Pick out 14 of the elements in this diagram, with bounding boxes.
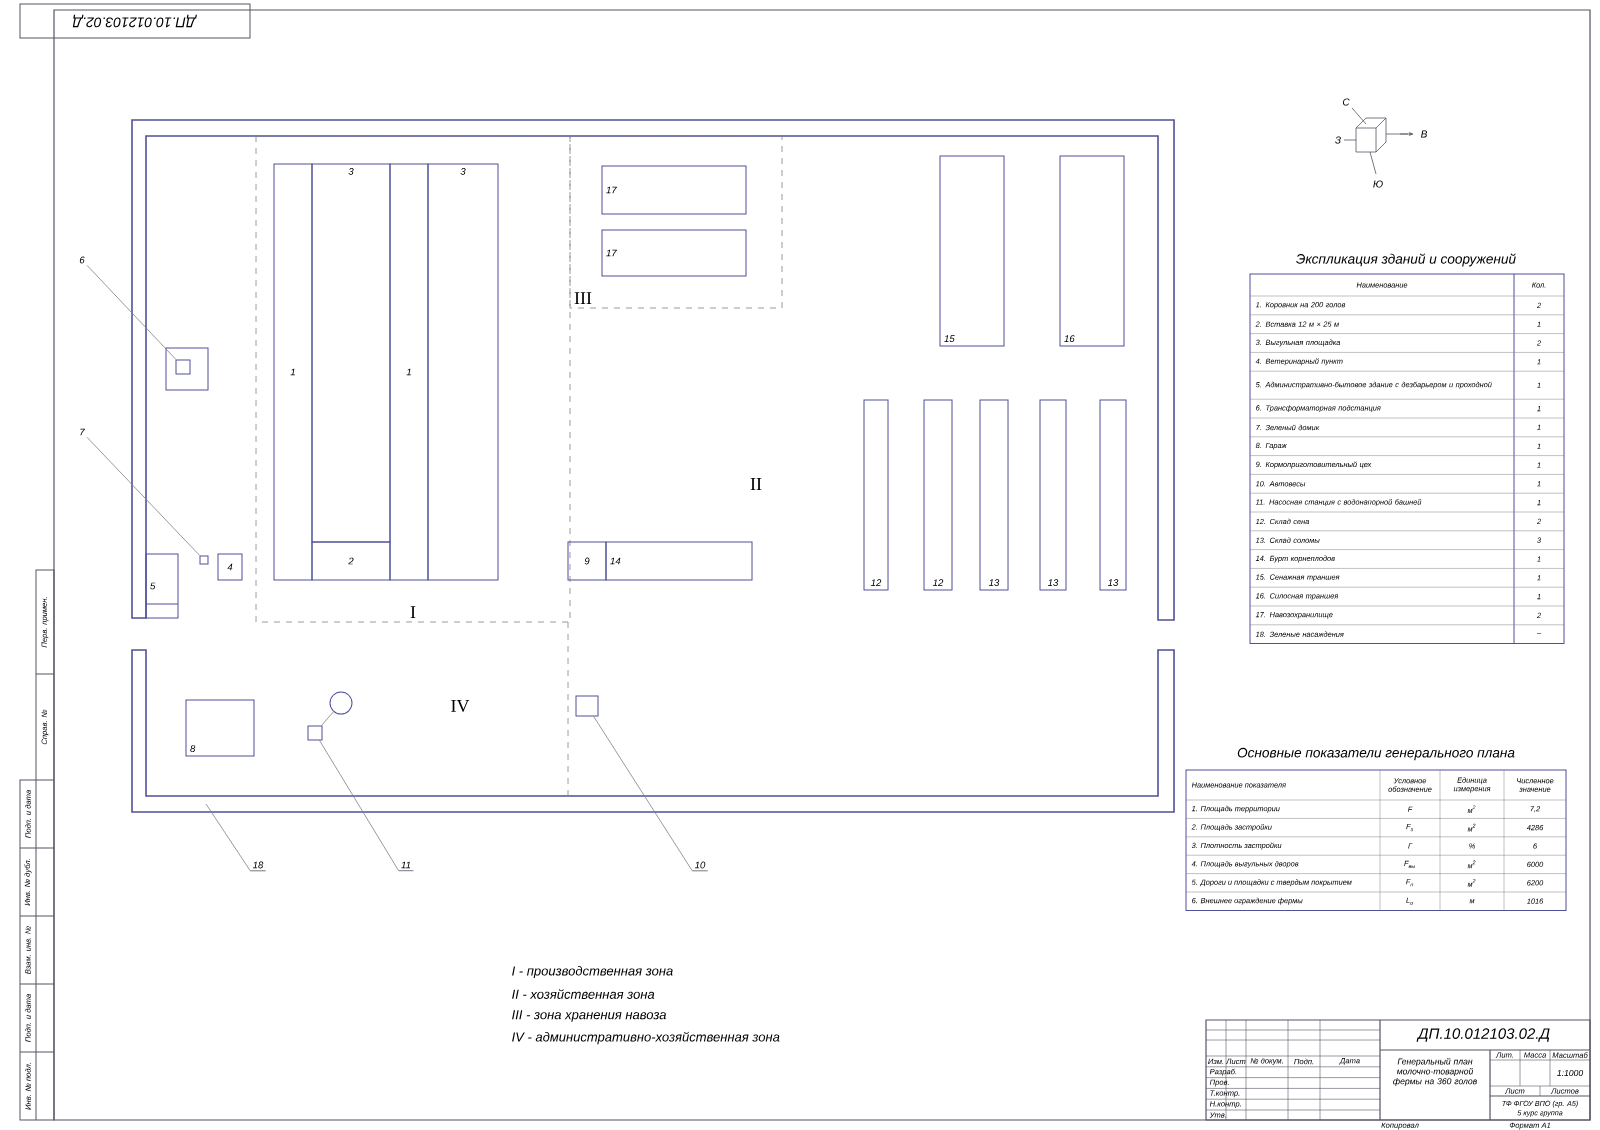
leader-line: [86, 264, 177, 360]
zone-label: IV: [451, 699, 470, 713]
building-box: [199, 555, 209, 565]
leader-line: [319, 740, 399, 872]
connector-line: [321, 711, 334, 726]
building-box: [575, 695, 599, 717]
building-box: [175, 359, 191, 375]
building-box: [165, 347, 209, 391]
zone-label: II: [750, 478, 762, 490]
leader-line: [593, 716, 693, 872]
building-box: [307, 725, 323, 741]
tower-circle: [329, 691, 353, 715]
leader-line: [205, 803, 251, 872]
leader-line: [86, 436, 201, 556]
